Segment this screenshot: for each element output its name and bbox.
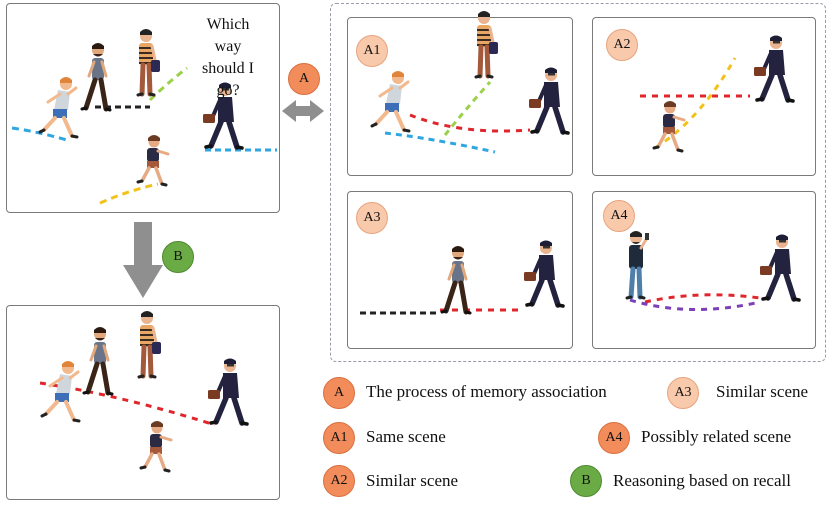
- question-line-2: should I: [202, 60, 254, 77]
- legend-badge-a1: A1: [323, 422, 355, 454]
- legend-text-a4: Possibly related scene: [641, 427, 792, 446]
- down-arrow: [123, 222, 163, 298]
- badge-a2: A2: [606, 29, 638, 61]
- legend-badge-b: B: [570, 465, 602, 497]
- question-line-1: Which way: [206, 16, 250, 55]
- scene-a4-figures: [627, 231, 799, 311]
- legend-badge-a4: A4: [598, 422, 630, 454]
- legend-text-a: The process of memory association: [366, 382, 607, 401]
- scene-a2-figures: [640, 36, 793, 153]
- scene-a1-figures: [370, 11, 568, 154]
- badge-a3: A3: [356, 202, 388, 234]
- legend-badge-a: A: [323, 377, 355, 409]
- legend-text-a1: Same scene: [366, 427, 446, 446]
- scene-result-figures: [39, 311, 247, 473]
- badge-a-connector: A: [288, 63, 320, 95]
- badge-b-connector: B: [162, 241, 194, 273]
- legend-text-a2: Similar scene: [366, 471, 459, 490]
- memory-association-region: [330, 3, 826, 362]
- badge-a4: A4: [603, 200, 635, 232]
- badge-a1: A1: [356, 35, 388, 67]
- scene-a3-figures: [360, 241, 563, 314]
- question-line-3: go?: [216, 82, 240, 99]
- legend-text-b: Reasoning based on recall: [613, 471, 791, 490]
- scene-question-figures: [11, 29, 277, 205]
- question-text: Which way should I go?: [193, 14, 263, 102]
- double-arrow: [282, 100, 324, 122]
- legend-text-a3: Similar scene: [716, 382, 809, 401]
- legend-badge-a2: A2: [323, 465, 355, 497]
- legend-badge-a3: A3: [667, 377, 699, 409]
